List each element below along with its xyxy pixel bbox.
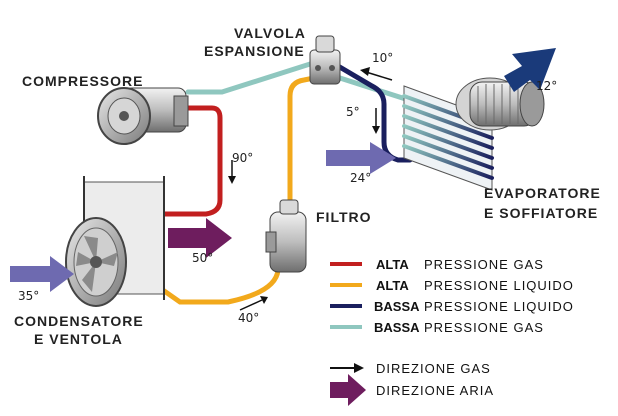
- legend-air-direction: DIREZIONE ARIA: [376, 383, 494, 398]
- gas-direction-arrows: [228, 67, 393, 311]
- legend-air-arrow-icon: [330, 374, 366, 406]
- evaporator-label-line1: EVAPORATORE: [484, 185, 601, 201]
- air-arrow-condenser-in: [10, 256, 74, 292]
- temp-35: 35°: [18, 289, 39, 303]
- valve-label-line2: ESPANSIONE: [204, 43, 305, 59]
- evaporator-label-line2: E SOFFIATORE: [484, 205, 598, 221]
- condenser-label-line1: CONDENSATORE: [14, 313, 144, 329]
- compressor-label: COMPRESSORE: [22, 73, 143, 89]
- temp-24: 24°: [350, 171, 371, 185]
- condenser-label-line2: E VENTOLA: [34, 331, 123, 347]
- filter-label: FILTRO: [316, 209, 372, 225]
- legend-item-2-bold: ALTA: [376, 278, 409, 293]
- legend-item-3-text: PRESSIONE LIQUIDO: [424, 299, 574, 314]
- temp-50: 50°: [192, 251, 213, 265]
- temp-40: 40°: [238, 311, 259, 325]
- valve-label-line1: VALVOLA: [234, 25, 306, 41]
- blower: [455, 77, 545, 131]
- legend-item-1-bold: ALTA: [376, 257, 409, 272]
- air-arrow-condenser-out: [168, 218, 232, 258]
- legend-gas-arrowhead-icon: [354, 363, 364, 373]
- air-arrow-evaporator-in: [326, 142, 396, 174]
- compressor: [97, 87, 189, 145]
- condenser-fan: [65, 217, 127, 307]
- temp-90: 90°: [232, 151, 253, 165]
- legend-item-1-text: PRESSIONE GAS: [424, 257, 544, 272]
- temp-5: 5°: [346, 105, 360, 119]
- legend-gas-direction: DIREZIONE GAS: [376, 361, 491, 376]
- filter: [265, 199, 307, 273]
- pipe-high-liquid-up: [287, 75, 317, 208]
- temp-12: 12°: [536, 79, 557, 93]
- temp-10: 10°: [372, 51, 393, 65]
- legend-item-2-text: PRESSIONE LIQUIDO: [424, 278, 574, 293]
- legend-item-4-bold: BASSA: [374, 320, 420, 335]
- expansion-valve: [309, 35, 341, 85]
- legend: ALTA PRESSIONE GAS ALTA PRESSIONE LIQUID…: [330, 257, 574, 406]
- air-arrow-evaporator-out: [504, 48, 556, 92]
- pipe-high-liquid: [157, 259, 281, 305]
- legend-item-4-text: PRESSIONE GAS: [424, 320, 544, 335]
- legend-item-3-bold: BASSA: [374, 299, 420, 314]
- pipe-high-gas: [157, 105, 223, 217]
